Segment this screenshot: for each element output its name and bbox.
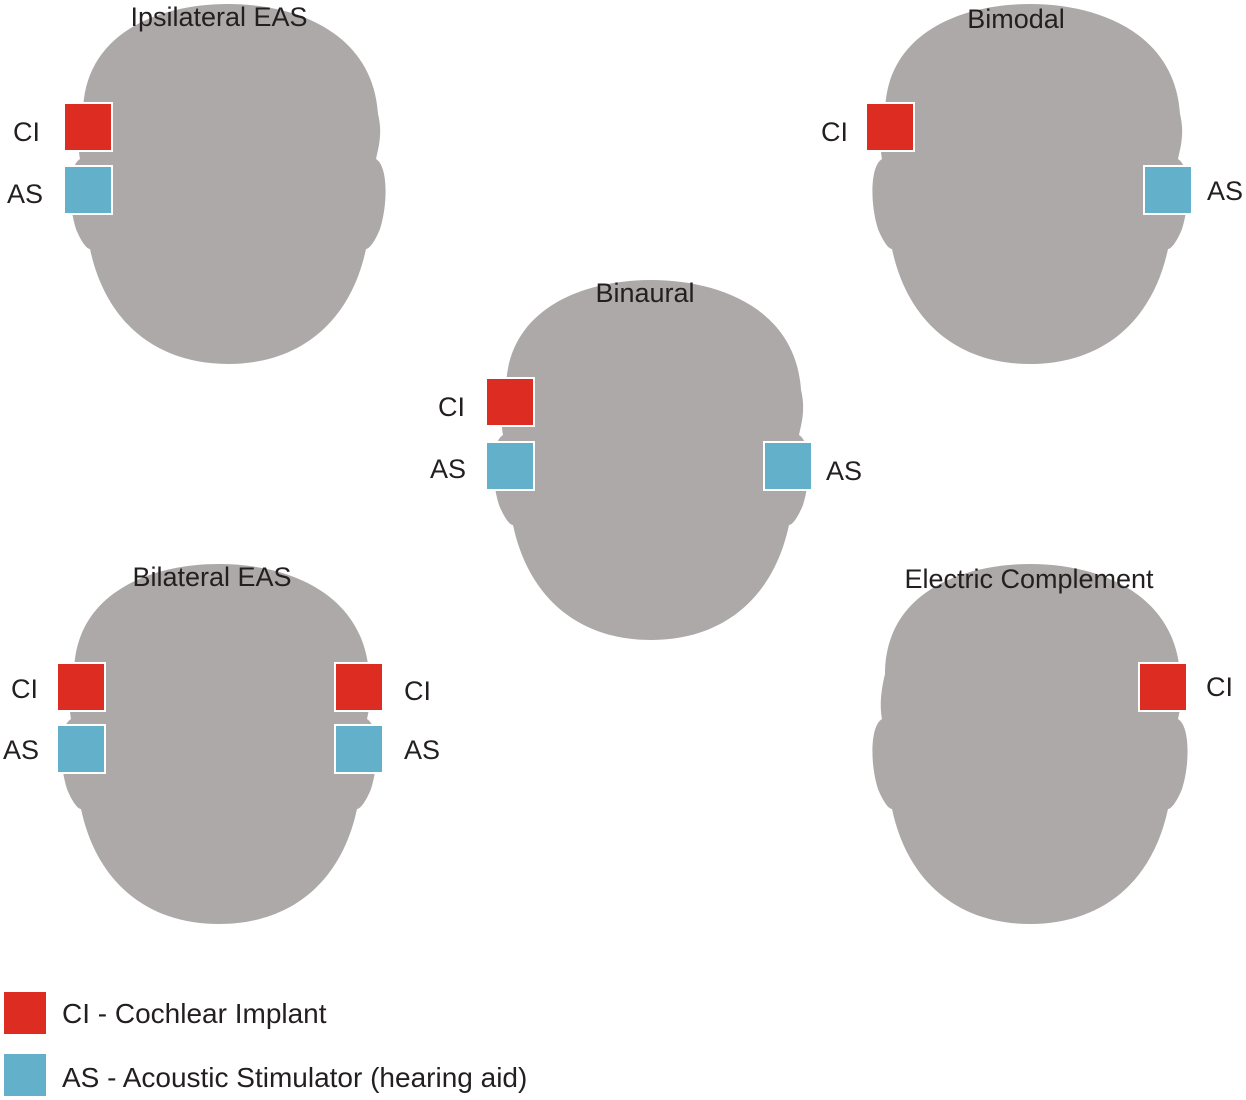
ci-device <box>334 662 384 712</box>
legend-ci-swatch <box>2 990 48 1036</box>
ci-device <box>63 102 113 152</box>
ci-label: CI <box>1206 672 1233 702</box>
as-label: AS <box>7 179 44 209</box>
ci-label: CI <box>404 676 431 706</box>
panel-title-binaural: Binaural <box>595 278 695 308</box>
panel-title-bimodal: Bimodal <box>967 4 1065 34</box>
head-electric-complement <box>872 564 1188 924</box>
as-device <box>763 441 813 491</box>
ci-device <box>485 377 535 427</box>
as-device <box>56 724 106 774</box>
as-label: AS <box>430 454 467 484</box>
ci-label: CI <box>438 392 465 422</box>
as-device <box>63 165 113 215</box>
as-device <box>485 441 535 491</box>
as-label: AS <box>826 456 863 486</box>
legend-as-label: AS - Acoustic Stimulator (hearing aid) <box>62 1062 528 1093</box>
head-ipsilateral-eas <box>70 4 386 364</box>
panel-title-ipsilateral-eas: Ipsilateral EAS <box>130 2 308 32</box>
panel-title-bilateral-eas: Bilateral EAS <box>132 562 292 592</box>
ci-device <box>56 662 106 712</box>
as-label: AS <box>3 735 40 765</box>
as-label: AS <box>404 735 441 765</box>
head-bimodal <box>872 4 1188 364</box>
ci-device <box>1138 662 1188 712</box>
ci-label: CI <box>13 117 40 147</box>
panel-title-electric-complement: Electric Complement <box>904 564 1154 594</box>
ci-device <box>865 102 915 152</box>
as-device <box>334 724 384 774</box>
legend-ci-label: CI - Cochlear Implant <box>62 998 327 1029</box>
ci-label: CI <box>821 117 848 147</box>
head-binaural <box>493 280 809 640</box>
ci-label: CI <box>11 674 38 704</box>
as-device <box>1143 165 1193 215</box>
head-bilateral-eas <box>61 564 377 924</box>
legend-as-swatch <box>2 1052 48 1098</box>
as-label: AS <box>1207 176 1244 206</box>
